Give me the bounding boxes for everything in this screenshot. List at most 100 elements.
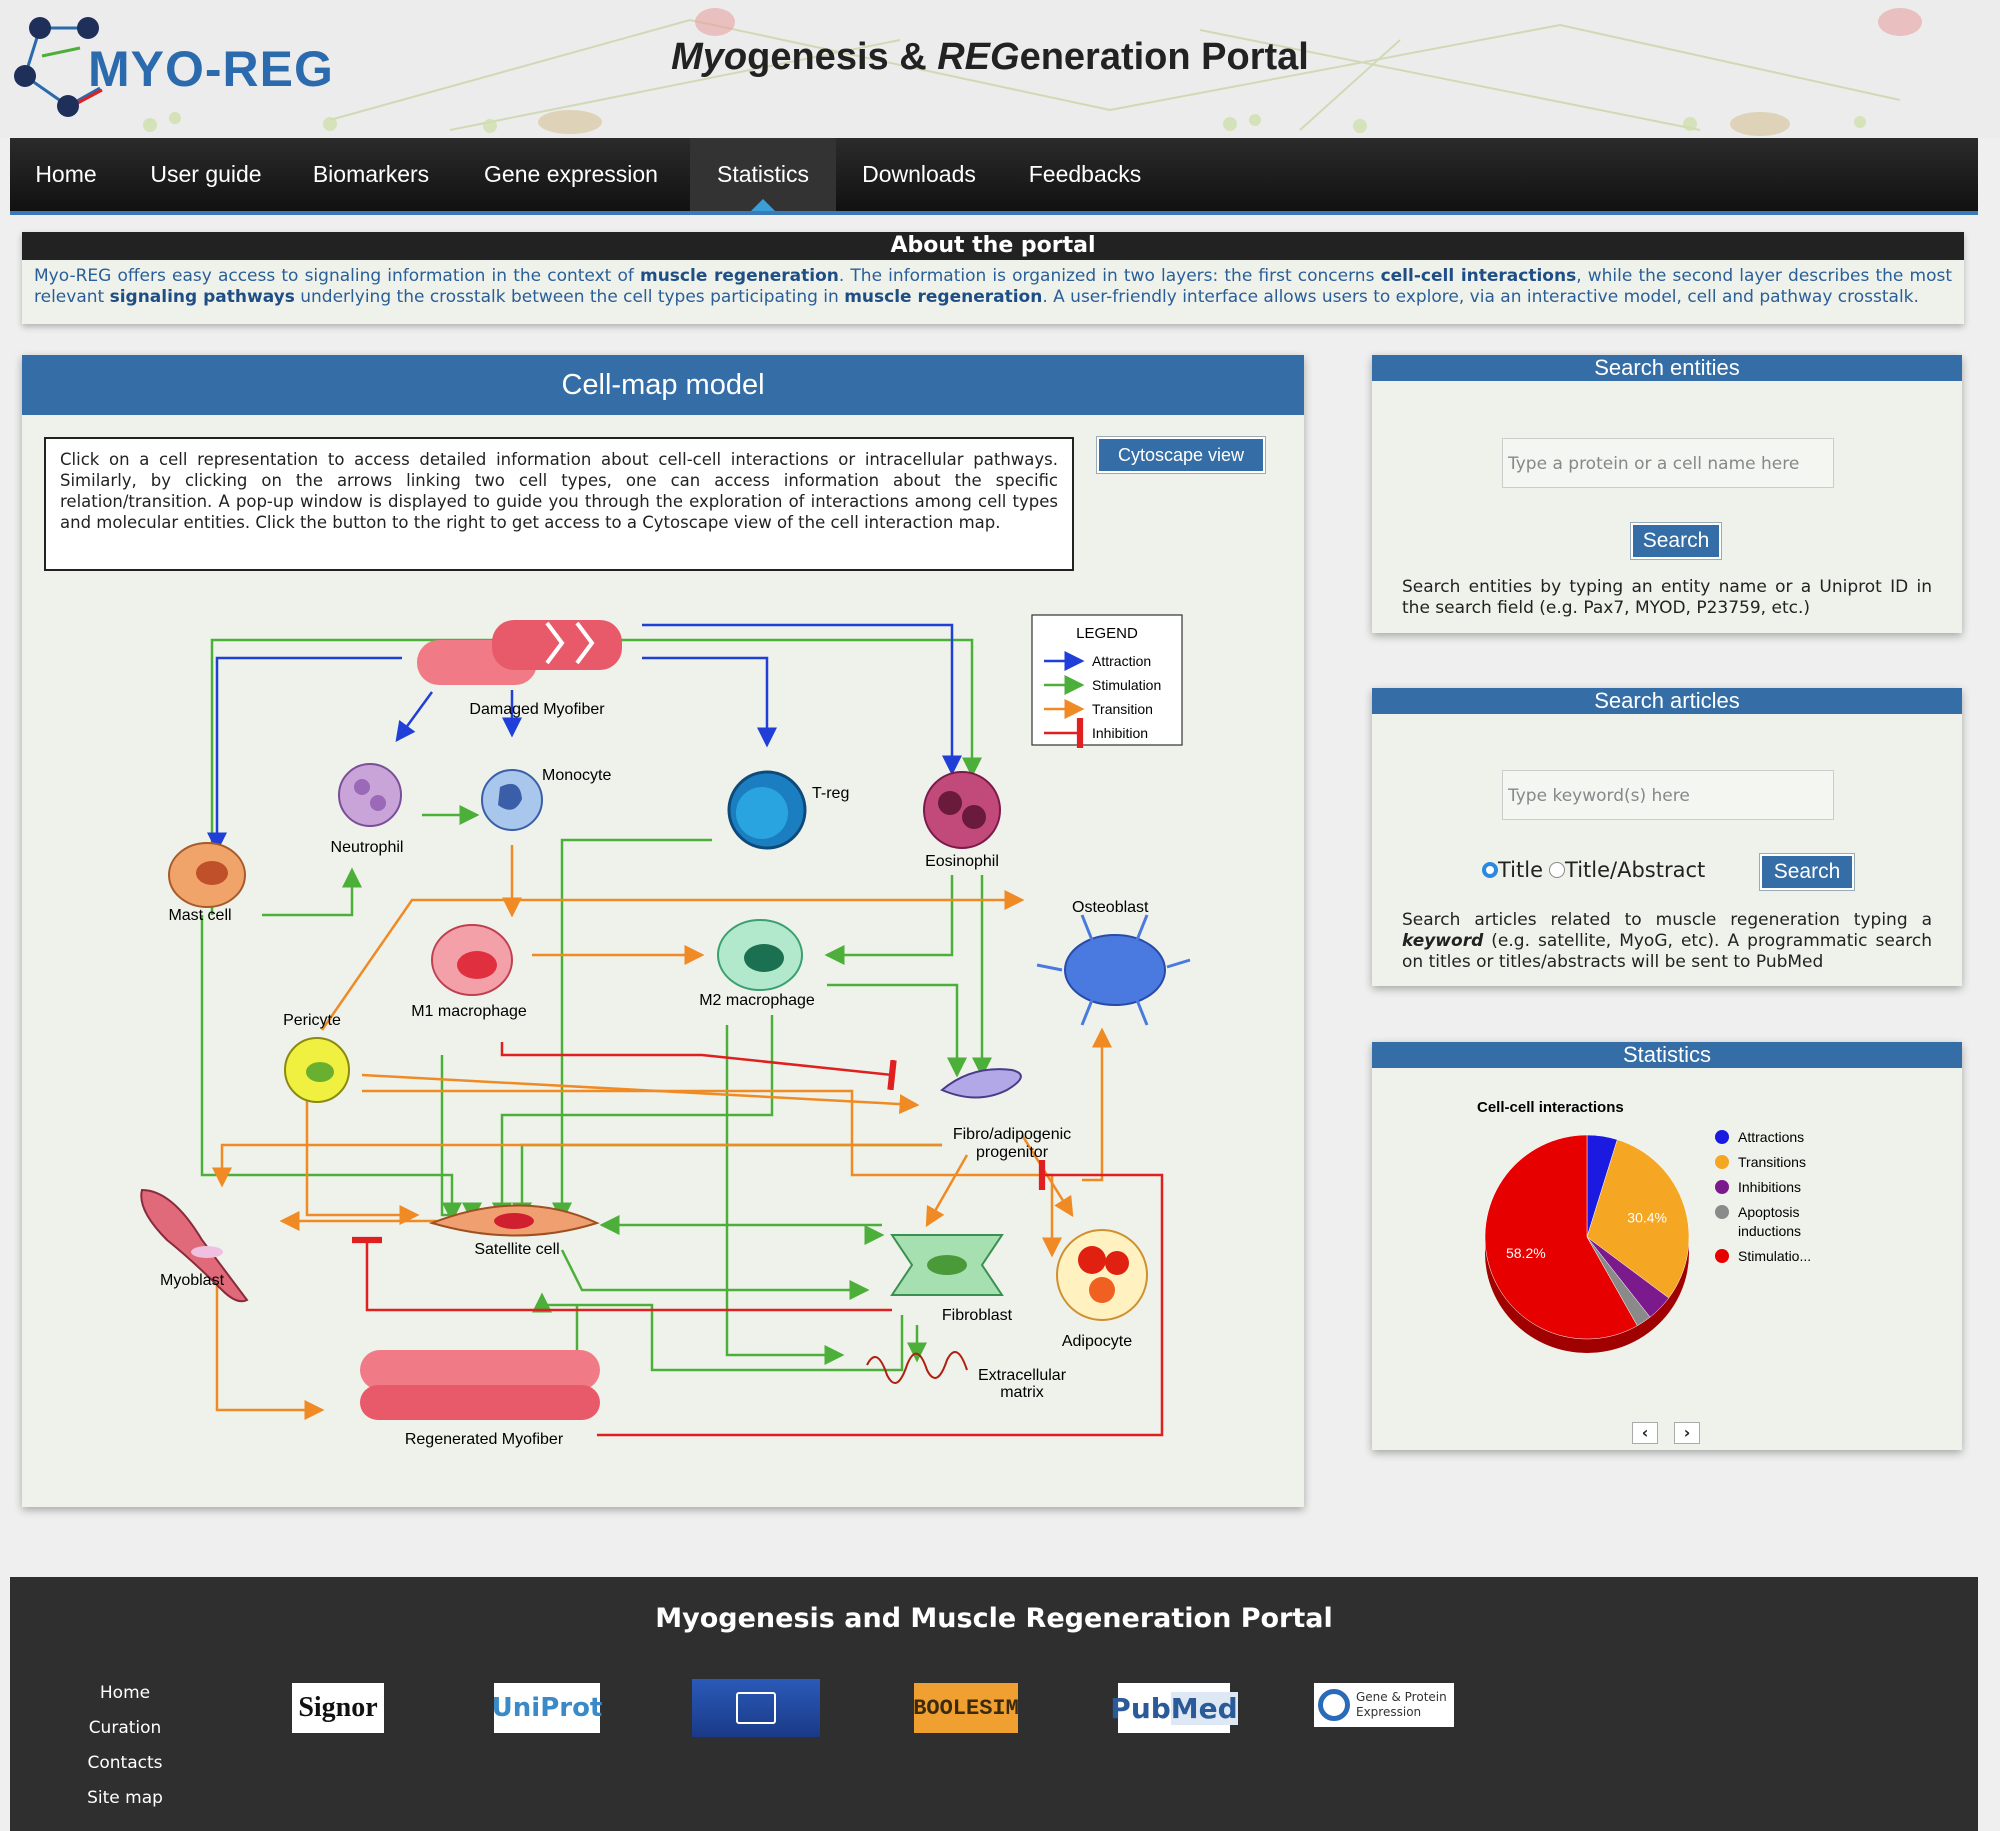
legend-entry-0-0: Attractions: [1738, 1129, 1804, 1145]
regenerated-myofiber-cell[interactable]: [360, 1350, 600, 1420]
about-t1: Myo-REG offers easy access to signaling …: [34, 266, 640, 286]
chart-prev-button[interactable]: ‹: [1632, 1422, 1658, 1444]
label-neutrophil: Neutrophil: [331, 839, 404, 856]
damaged-myofiber-cell[interactable]: [417, 620, 622, 685]
legend-entry-4-0: Stimulatio...: [1738, 1248, 1811, 1264]
cell-map-panel: Cell-map model Click on a cell represent…: [22, 355, 1304, 1507]
fibro-adipogenic-progenitor-cell[interactable]: [940, 1068, 1022, 1099]
footer-link-contacts[interactable]: Contacts: [87, 1753, 163, 1773]
pubmed-text-1: Pub: [1110, 1691, 1171, 1725]
chart-title: Cell-cell interactions: [1477, 1099, 1624, 1116]
pericyte-cell[interactable]: [284, 1037, 350, 1103]
eosinophil-cell[interactable]: [923, 771, 1001, 849]
label-fap-line1: Fibro/adipogenic: [953, 1126, 1071, 1143]
myoblast-cell[interactable]: [140, 1188, 249, 1303]
satellite-cell[interactable]: [428, 1204, 600, 1237]
entity-search-button[interactable]: Search: [1631, 523, 1721, 559]
article-search-input[interactable]: Type keyword(s) here: [1502, 770, 1834, 820]
m1-macrophage-cell[interactable]: [431, 924, 513, 996]
article-search-button[interactable]: Search: [1760, 854, 1854, 890]
nav-biomarkers[interactable]: Biomarkers: [312, 161, 430, 187]
treg-cell[interactable]: [727, 770, 807, 850]
pie-slice-stimulatio-[interactable]: [1484, 1134, 1638, 1340]
article-desc-part2: (e.g. satellite, MyoG, etc). A programma…: [1402, 931, 1932, 972]
attraction-arrows[interactable]: [207, 623, 962, 853]
about-t2: . The information is organized in two la…: [838, 266, 1381, 286]
chart-next-button[interactable]: ›: [1674, 1422, 1700, 1444]
nav-home[interactable]: Home: [35, 161, 97, 187]
signor-logo[interactable]: Signor: [292, 1683, 384, 1733]
fibroblast-cell[interactable]: [890, 1234, 1004, 1296]
nav-user-guide[interactable]: User guide: [150, 161, 262, 187]
legend-dot-1: [1715, 1155, 1729, 1169]
about-t5: . A user-friendly interface allows users…: [1042, 287, 1919, 307]
extracellular-matrix[interactable]: [866, 1351, 968, 1384]
about-b2: cell-cell interactions: [1380, 266, 1577, 286]
label-treg: T-reg: [812, 785, 849, 802]
neutrophil-cell[interactable]: [338, 763, 402, 827]
article-search-mode: Title Title/Abstract: [1482, 858, 1705, 882]
statistics-panel: Statistics Cell-cell interactions 30.4%5…: [1372, 1042, 1962, 1450]
logo-text[interactable]: MYO-REG: [88, 41, 334, 97]
transition-arrows[interactable]: [212, 845, 1112, 1420]
site-footer: Myogenesis and Muscle Regeneration Porta…: [10, 1577, 1978, 1831]
mast-cell[interactable]: [168, 842, 246, 908]
label-ecm-line1: Extracellular: [978, 1367, 1067, 1384]
label-myoblast: Myoblast: [160, 1272, 225, 1289]
nav-gene-expression[interactable]: Gene expression: [484, 161, 658, 187]
about-heading: About the portal: [22, 232, 1964, 260]
site-title: Myogenesis & REGeneration Portal: [560, 36, 1420, 79]
cell-interaction-diagram: LEGEND Attraction Stimulation Transition…: [140, 614, 1191, 1448]
device-icon: [736, 1692, 776, 1724]
label-mast-cell: Mast cell: [168, 907, 231, 924]
stimulation-arrows[interactable]: [200, 638, 992, 1373]
footer-link-curation[interactable]: Curation: [88, 1718, 162, 1738]
nav-downloads[interactable]: Downloads: [862, 161, 976, 187]
radio-title[interactable]: [1482, 862, 1498, 878]
osteoblast-cell[interactable]: [1036, 914, 1191, 1026]
article-search-description: Search articles related to muscle regene…: [1402, 910, 1932, 973]
partner-app-logo[interactable]: [692, 1679, 820, 1737]
legend-attraction: Attraction: [1092, 653, 1151, 669]
label-regenerated-myofiber: Regenerated Myofiber: [405, 1431, 564, 1448]
m2-macrophage-cell[interactable]: [717, 919, 803, 991]
about-t4: underlying the crosstalk between the cel…: [294, 287, 845, 307]
header-background-network: [143, 8, 1922, 136]
about-portal-box: About the portal Myo-REG offers easy acc…: [22, 232, 1964, 324]
title-part3: REG: [937, 36, 1020, 78]
about-b1: muscle regeneration: [639, 266, 839, 286]
adipocyte-cell[interactable]: [1056, 1229, 1148, 1321]
footer-link-home[interactable]: Home: [99, 1683, 151, 1703]
legend-entry-1-0: Transitions: [1738, 1154, 1806, 1170]
monocyte-cell[interactable]: [481, 769, 543, 831]
footer-link-site-map[interactable]: Site map: [87, 1788, 163, 1808]
search-articles-title: Search articles: [1372, 688, 1962, 714]
pie-slice-transitions[interactable]: [1586, 1139, 1690, 1299]
nav-feedbacks[interactable]: Feedbacks: [1028, 161, 1142, 187]
boolesim-logo[interactable]: BOOLESIM: [913, 1683, 1019, 1733]
label-damaged-myofiber: Damaged Myofiber: [469, 701, 605, 718]
magnifier-icon: [1318, 1689, 1350, 1721]
inhibition-arrows[interactable]: [352, 1042, 1164, 1437]
legend-dot-4: [1715, 1249, 1729, 1263]
entity-search-input[interactable]: Type a protein or a cell name here: [1502, 438, 1834, 488]
legend-box: [1031, 614, 1183, 746]
label-fap-line2: progenitor: [976, 1144, 1049, 1161]
nav-statistics[interactable]: Statistics: [690, 138, 836, 211]
title-part4: eneration Portal: [1019, 36, 1309, 78]
pie-label-1: 30.4%: [1627, 1209, 1667, 1225]
statistics-title: Statistics: [1372, 1042, 1962, 1068]
gpe-line1: Gene & Protein: [1356, 1690, 1447, 1704]
about-t3: , while the second layer describes the m…: [34, 266, 1952, 307]
label-fibroblast: Fibroblast: [942, 1307, 1013, 1324]
search-entities-panel: Search entities Type a protein or a cell…: [1372, 355, 1962, 633]
myo-reg-logo[interactable]: [10, 16, 340, 126]
legend-dot-3: [1715, 1205, 1729, 1219]
uniprot-logo[interactable]: UniProt: [492, 1683, 602, 1733]
cytoscape-view-button[interactable]: Cytoscape view: [1097, 437, 1265, 473]
label-m2-macrophage: M2 macrophage: [699, 992, 815, 1009]
radio-title-abstract[interactable]: [1549, 862, 1566, 878]
label-pericyte: Pericyte: [283, 1012, 341, 1029]
